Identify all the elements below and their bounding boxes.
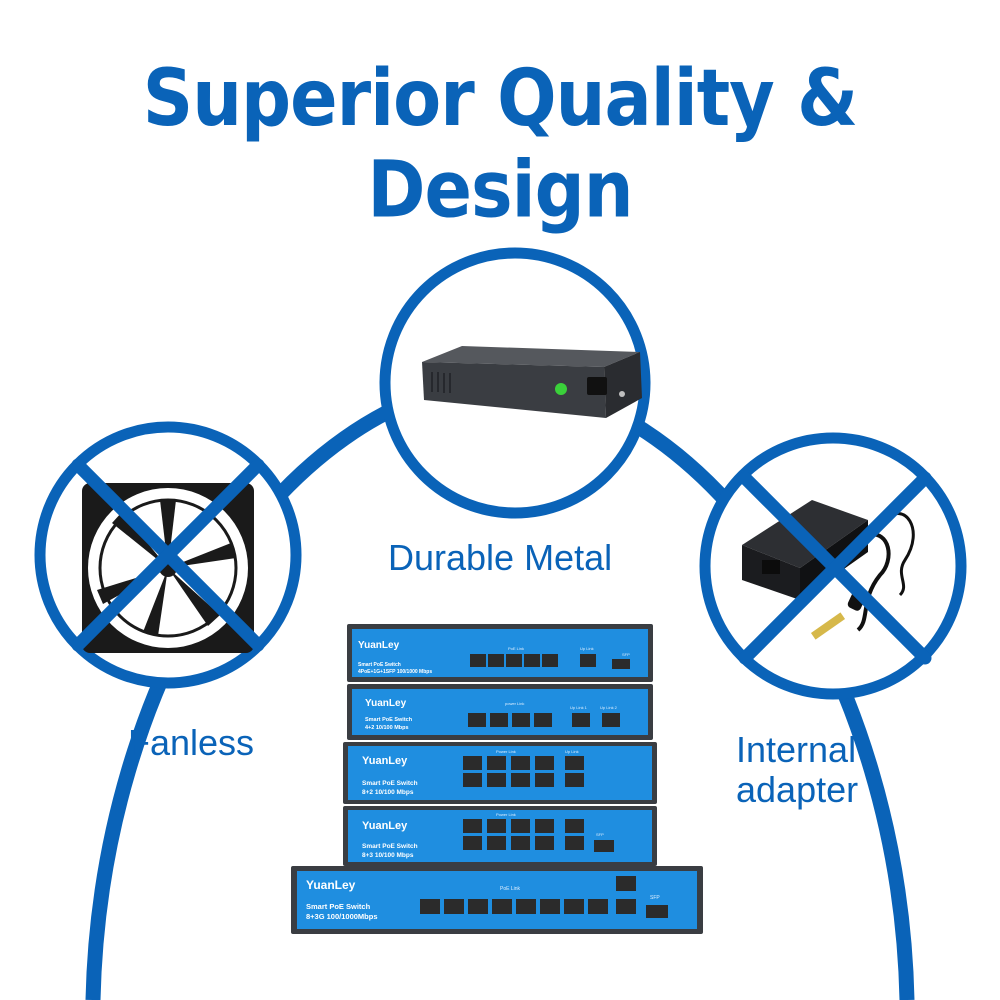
switch-side-label: Up Link	[565, 749, 579, 754]
switch-side-label-1: Up Link 1	[570, 705, 588, 710]
durable-metal-feature	[379, 247, 651, 519]
cross-out-icon	[738, 471, 932, 665]
port-row	[463, 819, 614, 852]
switch-model-line2: 8+3 10/100 Mbps	[362, 852, 414, 859]
metal-switch-photo	[422, 346, 642, 418]
switch-brand: YuanLey	[362, 820, 408, 832]
cross-out-icon	[71, 458, 265, 652]
switch-model-line2: 8+2 10/100 Mbps	[362, 789, 414, 796]
switch-model-line2: 8+3G 100/1000Mbps	[306, 912, 378, 921]
switch-top-label: PoE Link	[508, 646, 524, 651]
internal-adapter-label-line2: adapter	[736, 769, 859, 810]
fan-icon	[82, 483, 254, 653]
switch-unit-3: YuanLey Smart PoE Switch 8+2 10/100 Mbps…	[343, 742, 657, 804]
page-title: Superior Quality & Design	[142, 52, 858, 236]
switch-sfp-label: SFP	[650, 895, 660, 901]
switch-top-label: power Link	[505, 701, 524, 706]
switch-top-label: Power Link	[496, 749, 516, 754]
switch-model-line2: 4+2 10/100 Mbps	[365, 725, 409, 731]
switch-model-line1: Smart PoE Switch	[358, 662, 401, 668]
switch-model-line1: Smart PoE Switch	[365, 717, 413, 723]
internal-adapter-label-line1: Internal	[736, 729, 857, 770]
switch-brand: YuanLey	[358, 640, 400, 651]
switch-model-line1: Smart PoE Switch	[362, 843, 418, 850]
port-row	[420, 876, 668, 918]
switch-model-line1: Smart PoE Switch	[362, 780, 418, 787]
durable-metal-label: Durable Metal	[388, 537, 613, 578]
port-row	[463, 756, 584, 787]
switch-side-label: Up Link	[580, 646, 594, 651]
switch-sfp-label: SFP	[596, 832, 604, 837]
fanless-label: Fanless	[128, 722, 255, 763]
switch-side-label-2: Up Link 2	[600, 705, 618, 710]
switch-brand: YuanLey	[362, 755, 408, 767]
fanless-feature	[34, 421, 302, 689]
switch-brand: YuanLey	[365, 698, 407, 709]
switch-model-line1: Smart PoE Switch	[306, 902, 371, 911]
switch-stack: YuanLey Smart PoE Switch 4PoE+1G+1SFP 10…	[291, 624, 703, 934]
switch-sfp-label: SFP	[622, 652, 630, 657]
switch-top-label: PoE Link	[500, 886, 521, 892]
port-row	[470, 654, 630, 669]
switch-brand: YuanLey	[306, 878, 356, 892]
port-row	[468, 713, 620, 727]
internal-adapter-label: Internal adapter	[736, 730, 858, 810]
switch-unit-5: YuanLey Smart PoE Switch 8+3G 100/1000Mb…	[291, 866, 703, 934]
internal-adapter-feature	[699, 432, 967, 700]
switch-unit-4: YuanLey Smart PoE Switch 8+3 10/100 Mbps…	[343, 806, 657, 866]
switch-unit-2: YuanLey Smart PoE Switch 4+2 10/100 Mbps…	[347, 684, 653, 740]
switch-model-line2: 4PoE+1G+1SFP 100/1000 Mbps	[358, 669, 432, 675]
switch-top-label: Power Link	[496, 812, 516, 817]
switch-unit-1: YuanLey Smart PoE Switch 4PoE+1G+1SFP 10…	[347, 624, 653, 682]
